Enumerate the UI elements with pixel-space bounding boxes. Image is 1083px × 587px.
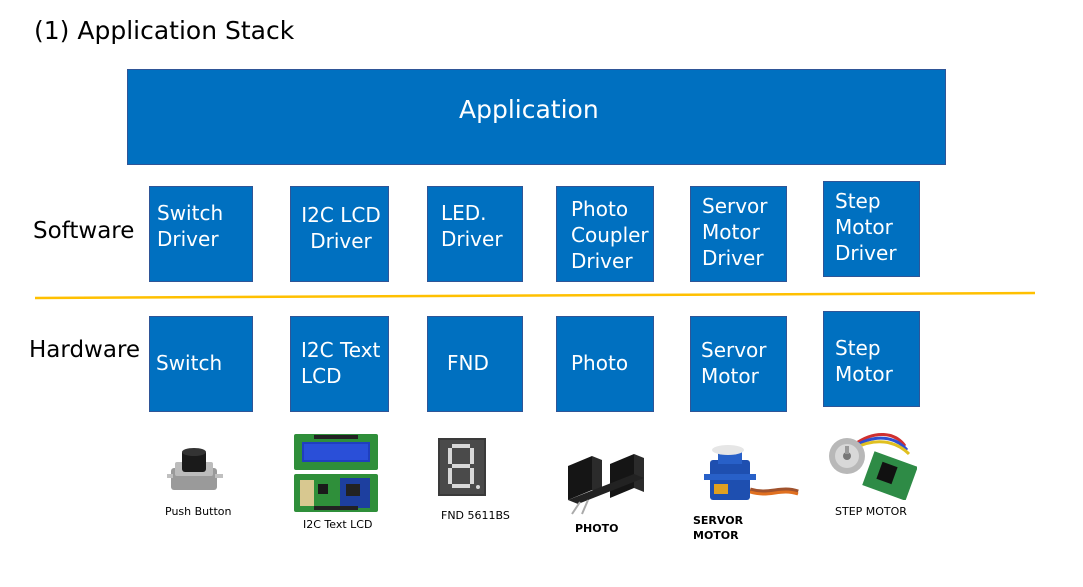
photo-label: Photo bbox=[571, 351, 629, 375]
servo-motor-image bbox=[704, 445, 799, 500]
servor-motor-driver-box: Servor Motor Driver bbox=[690, 186, 787, 282]
led-driver-label: LED. Driver bbox=[441, 201, 503, 251]
led-driver-box: LED. Driver bbox=[427, 186, 523, 282]
push-button-image bbox=[167, 448, 223, 490]
photo-caption: PHOTO bbox=[575, 522, 619, 535]
switch-box: Switch bbox=[149, 316, 253, 412]
servor-motor-label: Servor Motor bbox=[701, 338, 767, 388]
photo-coupler-driver-box: Photo Coupler Driver bbox=[556, 186, 654, 282]
step-motor-caption: STEP MOTOR bbox=[835, 505, 907, 518]
step-motor-driver-box: Step Motor Driver bbox=[823, 181, 920, 277]
i2c-lcd-driver-box: I2C LCD Driver bbox=[290, 186, 389, 282]
servor-motor-box: Servor Motor bbox=[690, 316, 787, 412]
switch-driver-label: Switch Driver bbox=[157, 201, 224, 251]
fnd-image bbox=[438, 438, 486, 496]
switch-label: Switch bbox=[156, 351, 223, 375]
i2c-text-lcd-box: I2C Text LCD bbox=[290, 316, 389, 412]
photo-coupler-image bbox=[568, 454, 644, 515]
push-button-caption: Push Button bbox=[165, 505, 232, 518]
step-motor-image bbox=[829, 433, 917, 500]
servor-motor-driver-label: Servor Motor Driver bbox=[702, 194, 768, 270]
step-motor-driver-label: Step Motor Driver bbox=[835, 189, 897, 265]
step-motor-label: Step Motor bbox=[835, 336, 893, 386]
software-row-label: Software bbox=[33, 218, 135, 244]
application-layer: Application bbox=[127, 69, 946, 165]
photo-box: Photo bbox=[556, 316, 654, 412]
photo-coupler-driver-label: Photo Coupler Driver bbox=[571, 197, 649, 273]
application-label: Application bbox=[459, 95, 599, 124]
switch-driver-box: Switch Driver bbox=[149, 186, 253, 282]
servor-motor-caption: SERVOR MOTOR bbox=[693, 514, 744, 542]
i2c-lcd-driver-label: I2C LCD Driver bbox=[301, 203, 381, 253]
page-title: (1) Application Stack bbox=[34, 16, 295, 45]
i2c-text-lcd-label: I2C Text LCD bbox=[301, 338, 381, 388]
fnd-label: FND bbox=[447, 351, 489, 375]
i2c-lcd-image bbox=[294, 434, 378, 512]
i2c-text-lcd-caption: I2C Text LCD bbox=[303, 518, 373, 531]
fnd-box: FND bbox=[427, 316, 523, 412]
step-motor-box: Step Motor bbox=[823, 311, 920, 407]
fnd-caption: FND 5611BS bbox=[441, 509, 510, 522]
hardware-row-label: Hardware bbox=[29, 337, 141, 363]
